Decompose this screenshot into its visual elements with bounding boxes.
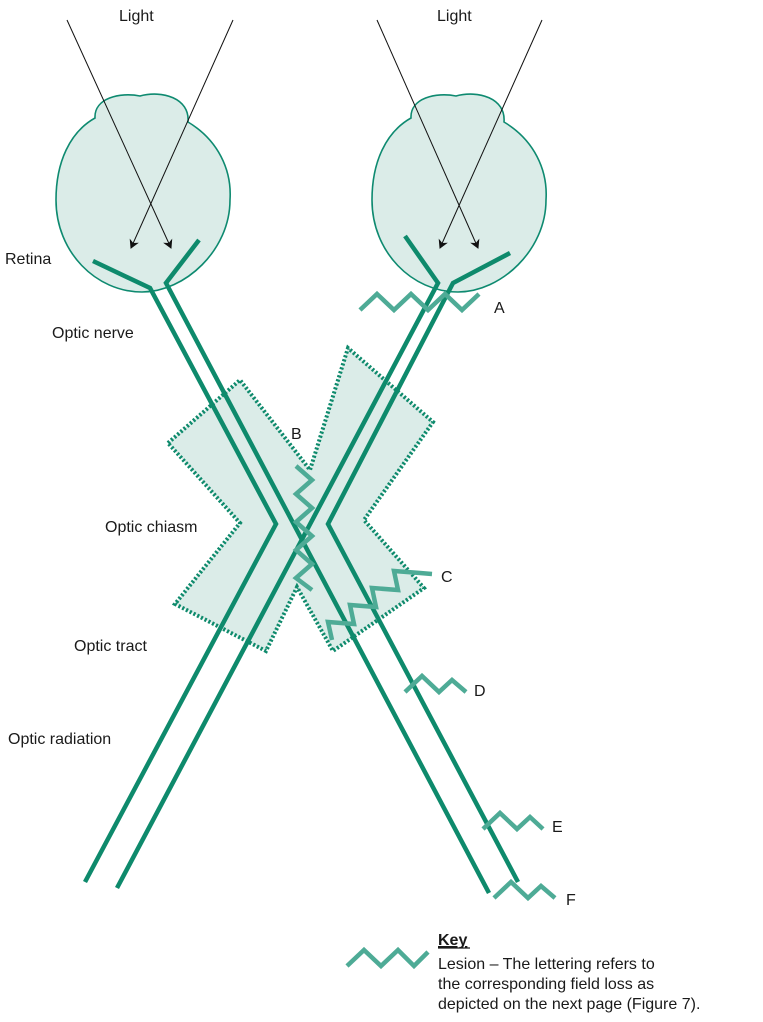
- key: Key Lesion – The lettering refers to the…: [345, 932, 700, 1013]
- lesion-d: [403, 672, 468, 696]
- optic-radiation-label: Optic radiation: [8, 731, 111, 748]
- left-eye-nasal-fibers: [163, 238, 491, 895]
- lesion-label-d: D: [474, 683, 486, 700]
- right-eye-pathways: [115, 234, 520, 890]
- lesion-e: [481, 809, 545, 833]
- right-eye: [371, 93, 547, 293]
- lesion-b: [292, 464, 316, 592]
- light-rays-right: [376, 19, 543, 249]
- optic-chiasm-label: Optic chiasm: [105, 519, 197, 536]
- left-eye: [55, 93, 231, 293]
- lesion-label-f: F: [566, 892, 576, 909]
- light-rays-left: [66, 19, 234, 249]
- light-label-left: Light: [119, 8, 154, 25]
- lesion-a: [358, 290, 481, 314]
- key-line-3: depicted on the next page (Figure 7).: [438, 996, 700, 1013]
- key-lesion-icon: [345, 946, 430, 970]
- left-eye-pathways: [83, 238, 491, 895]
- lesion-f: [492, 878, 557, 902]
- right-eye-temporal-fibers: [325, 251, 520, 884]
- key-line-2: the corresponding field loss as: [438, 976, 654, 993]
- lesion-c: [325, 568, 433, 641]
- lesion-label-a: A: [494, 300, 505, 317]
- light-label-right: Light: [437, 8, 472, 25]
- optic-nerve-label: Optic nerve: [52, 325, 134, 342]
- left-eye-temporal-fibers: [83, 258, 279, 884]
- key-title: Key: [438, 932, 467, 949]
- key-line-1: Lesion – The lettering refers to: [438, 956, 655, 973]
- lesion-label-c: C: [441, 569, 453, 586]
- retina-label: Retina: [5, 251, 51, 268]
- lesion-label-e: E: [552, 819, 563, 836]
- right-eye-nasal-fibers: [115, 234, 441, 890]
- lesion-label-b: B: [291, 426, 302, 443]
- optic-tract-label: Optic tract: [74, 638, 147, 655]
